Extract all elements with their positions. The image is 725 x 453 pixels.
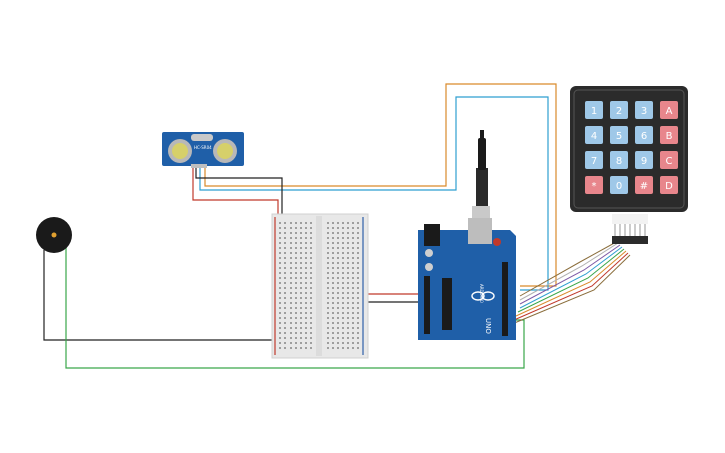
svg-text:3: 3 xyxy=(641,106,647,117)
svg-text:C: C xyxy=(666,156,673,167)
ultrasonic-sensor[interactable]: HC-SR04 xyxy=(162,132,244,168)
keypad-key-7[interactable]: 7 xyxy=(585,151,603,169)
keypad-keys: 1 2 3 A 4 5 6 B 7 8 9 C * 0 # D xyxy=(585,101,678,194)
keypad-key-D[interactable]: D xyxy=(660,176,678,194)
svg-text:D: D xyxy=(665,181,673,192)
wire-orange[interactable] xyxy=(204,83,557,287)
svg-text:9: 9 xyxy=(641,156,647,167)
keypad-key-1[interactable]: 1 xyxy=(585,101,603,119)
arduino-brand-label: ARDUINO xyxy=(479,284,484,303)
keypad-key-9[interactable]: 9 xyxy=(635,151,653,169)
keypad-pins xyxy=(614,224,646,236)
keypad-key-*[interactable]: * xyxy=(585,176,603,194)
breadboard-holes xyxy=(279,222,359,349)
ultrasonic-label: HC-SR04 xyxy=(194,145,212,150)
svg-text:1: 1 xyxy=(591,106,597,117)
keypad-key-4[interactable]: 4 xyxy=(585,126,603,144)
breadboard xyxy=(271,213,369,359)
keypad-key-C[interactable]: C xyxy=(660,151,678,169)
svg-text:A: A xyxy=(666,106,673,117)
svg-text:5: 5 xyxy=(616,131,622,142)
arduino-logo xyxy=(471,291,495,301)
keypad-key-3[interactable]: 3 xyxy=(635,101,653,119)
wire-black-buzzer[interactable] xyxy=(43,250,360,341)
keypad-key-0[interactable]: 0 xyxy=(610,176,628,194)
wire-black-sensor[interactable] xyxy=(195,168,283,228)
arduino-uno[interactable]: UNO ARDUINO xyxy=(418,130,516,340)
svg-text:6: 6 xyxy=(641,131,647,142)
svg-text:7: 7 xyxy=(591,156,597,167)
svg-text:2: 2 xyxy=(616,106,622,117)
keypad-key-8[interactable]: 8 xyxy=(610,151,628,169)
svg-text:B: B xyxy=(666,131,673,142)
wires xyxy=(43,83,631,369)
keypad-key-#[interactable]: # xyxy=(635,176,653,194)
keypad-key-5[interactable]: 5 xyxy=(610,126,628,144)
wire-red-sensor[interactable] xyxy=(192,168,279,228)
keypad-key-2[interactable]: 2 xyxy=(610,101,628,119)
svg-text:4: 4 xyxy=(591,131,597,142)
keypad-4x4[interactable]: 1 2 3 A 4 5 6 B 7 8 9 C * 0 # D xyxy=(570,86,688,244)
svg-text:#: # xyxy=(640,181,648,192)
piezo-buzzer[interactable] xyxy=(36,217,72,253)
arduino-model-label: UNO xyxy=(484,318,492,334)
keypad-ribbon xyxy=(511,240,631,325)
keypad-key-B[interactable]: B xyxy=(660,126,678,144)
wire-blue[interactable] xyxy=(199,96,549,291)
keypad-key-A[interactable]: A xyxy=(660,101,678,119)
keypad-key-6[interactable]: 6 xyxy=(635,126,653,144)
svg-text:*: * xyxy=(592,181,597,192)
svg-text:8: 8 xyxy=(616,156,622,167)
svg-text:0: 0 xyxy=(616,181,622,192)
